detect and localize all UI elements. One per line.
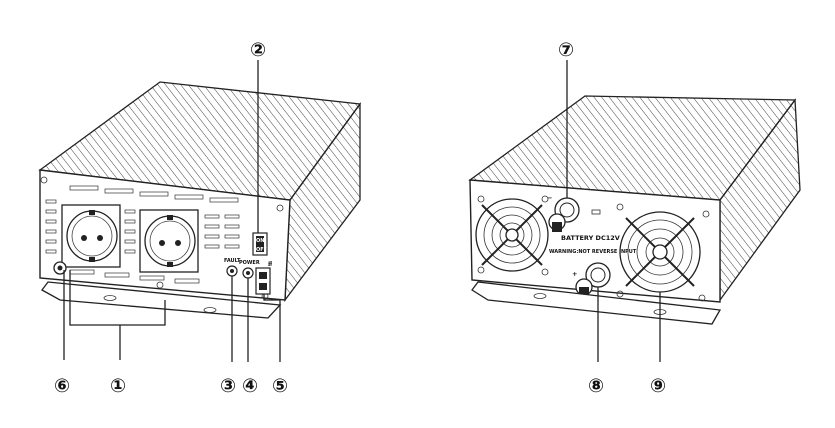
callout-6: ⑥ [54,375,70,397]
battery-terminal-positive: + [572,262,611,297]
front-unit: ON OFF ⭿ FAULT POWER [38,60,362,362]
front-vents [45,185,240,284]
usb-icon: ⭿ [268,260,273,268]
front-mount-base [41,281,282,319]
battery-label: BATTERY DC12V [561,234,620,242]
callout-1: ① [110,375,126,397]
power-switch: ON OFF [252,232,268,256]
minus-sign: − [547,194,552,202]
power-led: POWER [239,260,260,279]
plus-sign: + [572,270,577,278]
leader-5 [263,294,281,362]
ac-socket-2 [139,209,199,273]
ground-terminal [53,261,67,275]
cooling-fan-2 [616,203,710,302]
fault-label: FAULT [224,258,241,264]
callout-5: ⑤ [272,375,288,397]
switch-off-label: OFF [256,247,267,253]
rear-unit: − + BATTERY DC12V WARNING:NOT REVERSE IN… [468,60,801,362]
warning-label: WARNING:NOT REVERSE INPUT [549,249,637,255]
callout-8: ⑧ [588,375,604,397]
rear-indicator [591,209,601,215]
callout-3: ③ [220,375,236,397]
rear-mount-base [471,281,722,325]
ac-socket-1 [61,204,121,268]
leader-1a [69,270,166,326]
usb-ports: ⭿ [255,260,273,295]
battery-terminal-negative: − [547,194,580,232]
switch-on-label: ON [256,238,264,244]
callout-7: ⑦ [558,39,574,61]
power-label: POWER [239,260,260,266]
callout-labels: ② ⑦ ⑥ ① ③ ④ ⑤ ⑧ ⑨ [54,39,666,397]
cooling-fan-1 [475,195,549,276]
callout-9: ⑨ [650,375,666,397]
callout-4: ④ [242,375,258,397]
callout-2: ② [250,39,266,61]
